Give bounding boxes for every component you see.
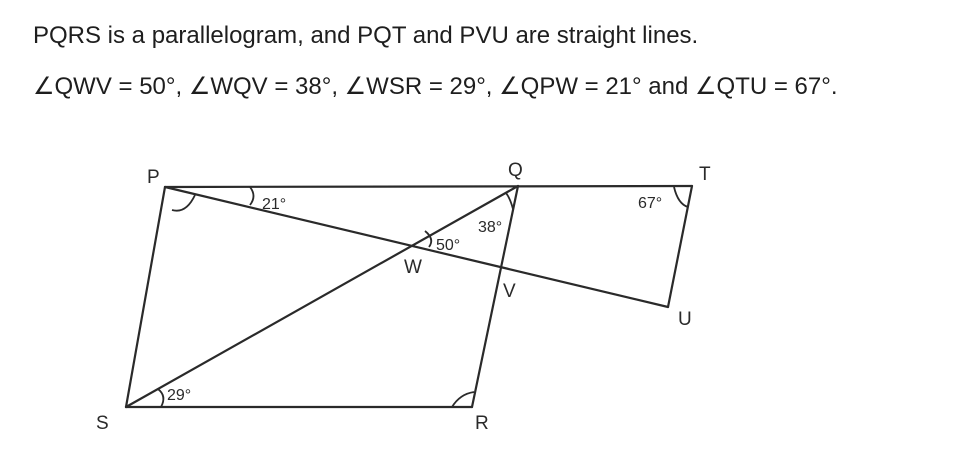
problem-statement-line-1: PQRS is a parallelogram, and PQT and PVU… — [33, 22, 699, 49]
label-point-R: R — [475, 413, 489, 434]
label-point-U: U — [678, 309, 692, 330]
line-PQT — [163, 184, 694, 189]
problem-statement-line-2: ∠QWV = 50°, ∠WQV = 38°, ∠WSR = 29°, ∠QPW… — [33, 73, 838, 100]
diagram-edges — [124, 184, 694, 409]
line-QR — [470, 184, 520, 409]
label-point-T: T — [699, 164, 711, 185]
line-TU — [666, 184, 694, 309]
angle-label-WQV: 38° — [478, 219, 502, 236]
arc-angle-QPW — [249, 186, 255, 206]
point-labels: P Q T W V U S R — [96, 160, 711, 434]
arc-angle-WSR — [157, 388, 165, 408]
angle-label-QTU: 67° — [638, 195, 662, 212]
arc-angle-QTU — [673, 186, 689, 208]
angle-label-QPW: 21° — [262, 196, 286, 213]
label-point-W: W — [404, 257, 422, 278]
line-PVU — [163, 185, 670, 309]
label-point-P: P — [147, 167, 160, 188]
label-point-Q: Q — [508, 160, 523, 181]
angle-label-WSR: 29° — [167, 387, 191, 404]
arc-angle-SRQ — [451, 391, 475, 408]
label-point-S: S — [96, 413, 109, 434]
angle-labels: 21° 67° 38° 50° 29° — [167, 195, 662, 404]
line-SQ-diagonal — [124, 184, 520, 409]
angle-label-QWV: 50° — [436, 237, 460, 254]
angle-arcs — [157, 186, 689, 408]
arc-angle-WQV — [505, 192, 514, 210]
arc-angle-QWV — [424, 230, 433, 248]
label-point-V: V — [503, 281, 516, 302]
line-PS — [124, 185, 167, 409]
arc-angle-SPQ — [171, 194, 196, 212]
